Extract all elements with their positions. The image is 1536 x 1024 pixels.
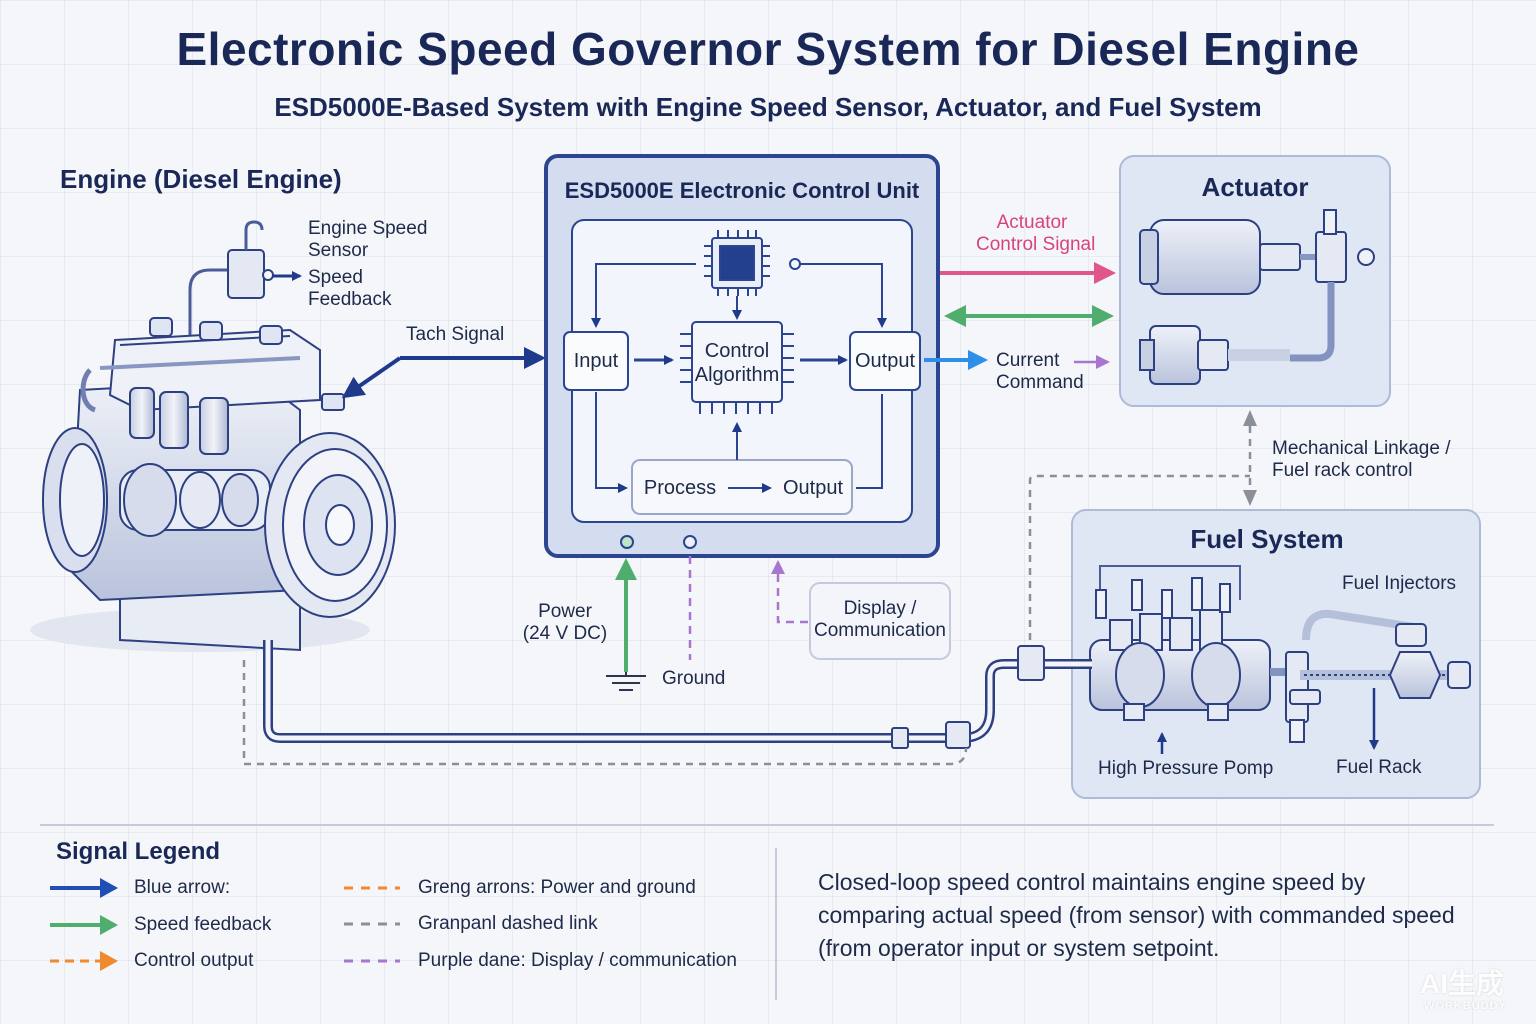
ground-label: Ground — [662, 668, 726, 689]
display-label-line-2: Communication — [814, 620, 946, 641]
sensor-label-line-2: Sensor — [308, 240, 369, 261]
fuel-injectors-label: Fuel Injectors — [1342, 573, 1457, 594]
pipe-fittings — [891, 645, 1045, 749]
legend-item-gray-dashed: Granpanl dashed link — [418, 913, 598, 934]
tach-signal-label: Tach Signal — [406, 324, 505, 345]
power-label-line-2: (24 V DC) — [522, 623, 608, 644]
ecu-algorithm-label: Control Algorithm — [692, 339, 782, 387]
watermark-main: AI生成 — [1420, 968, 1505, 999]
actuator-illustration — [1139, 209, 1375, 385]
legend-swatches — [50, 878, 400, 971]
ecu-input-block — [563, 331, 629, 391]
algorithm-label-line-1: Control — [704, 340, 770, 362]
current-command-label: Current Command — [996, 350, 1084, 394]
actuator-control-line-2: Control Signal — [976, 234, 1096, 255]
ecu-internal-arrows — [591, 258, 887, 493]
display-label-line-1: Display / — [843, 598, 917, 619]
display-comm-box — [809, 582, 951, 660]
sensor-label-line-1: Engine Speed — [308, 218, 428, 239]
diesel-engine-illustration — [30, 220, 396, 652]
control-algorithm-chip-icon — [680, 321, 794, 414]
bidirectional-green-arrow — [944, 305, 1114, 327]
mechanical-label-line-2: Fuel rack control — [1272, 460, 1413, 481]
ecu-output2-label: Output — [782, 477, 844, 499]
legend-title: Signal Legend — [56, 838, 221, 865]
speed-feedback-label: Speed Feedback — [308, 267, 391, 311]
ecu-output-label: Output — [854, 350, 916, 372]
ground-symbol-icon — [606, 672, 646, 691]
actuator-heading: Actuator — [1201, 172, 1309, 202]
current-command-line-2: Command — [996, 372, 1084, 393]
page-subtitle: ESD5000E-Based System with Engine Speed … — [274, 92, 1262, 122]
legend-item-power-ground: Greng arrons: Power and ground — [418, 877, 696, 898]
feedback-label-line-1: Speed — [308, 267, 363, 288]
feedback-label-line-2: Feedback — [308, 289, 392, 310]
mechanical-linkage-arrow — [1243, 410, 1257, 506]
power-label: Power (24 V DC) — [520, 601, 610, 645]
actuator-control-signal-label: Actuator Control Signal — [976, 212, 1096, 256]
microcontroller-chip-icon — [704, 230, 770, 296]
mechanical-label-line-1: Mechanical Linkage / — [1272, 438, 1451, 459]
power-label-line-1: Power — [538, 601, 592, 622]
closed-loop-note: Closed-loop speed control maintains engi… — [818, 869, 1455, 961]
engine-heading: Engine (Diesel Engine) — [60, 164, 342, 194]
gray-dashed-link — [242, 474, 1250, 766]
ecu-input-label: Input — [573, 350, 619, 372]
display-comm-label: Display / Communication — [810, 598, 950, 642]
display-comm-dashed-arrow — [771, 560, 808, 624]
algorithm-label-line-2: Algorithm — [694, 364, 780, 386]
tach-signal-arrow-to-engine — [341, 356, 402, 399]
legend-item-purple-dashed: Purple dane: Display / communication — [418, 950, 737, 971]
current-command-line-1: Current — [996, 350, 1060, 371]
fuel-rack-label: Fuel Rack — [1336, 757, 1422, 778]
high-pressure-pump-label: High Pressure Pomp — [1098, 758, 1274, 779]
ecu-output-block — [849, 331, 921, 391]
mechanical-linkage-label: Mechanical Linkage / Fuel rack control — [1272, 438, 1451, 482]
fuel-system-panel — [1071, 509, 1481, 799]
legend-item-speed-feedback: Speed feedback — [134, 914, 272, 935]
page-title: Electronic Speed Governor System for Die… — [176, 23, 1360, 75]
ecu-process-label: Process — [643, 477, 717, 499]
actuator-control-line-1: Actuator — [996, 212, 1068, 233]
legend-item-control-output: Control output — [134, 950, 254, 971]
fuel-system-illustration — [1089, 565, 1471, 743]
watermark-sub: WORKBUDDY — [1424, 1000, 1507, 1012]
engine-speed-sensor-label: Engine Speed Sensor — [308, 218, 427, 262]
ecu-heading: ESD5000E Electronic Control Unit — [564, 178, 920, 203]
fuel-system-heading: Fuel System — [1190, 524, 1344, 554]
legend-item-blue-arrow: Blue arrow: — [134, 877, 231, 898]
